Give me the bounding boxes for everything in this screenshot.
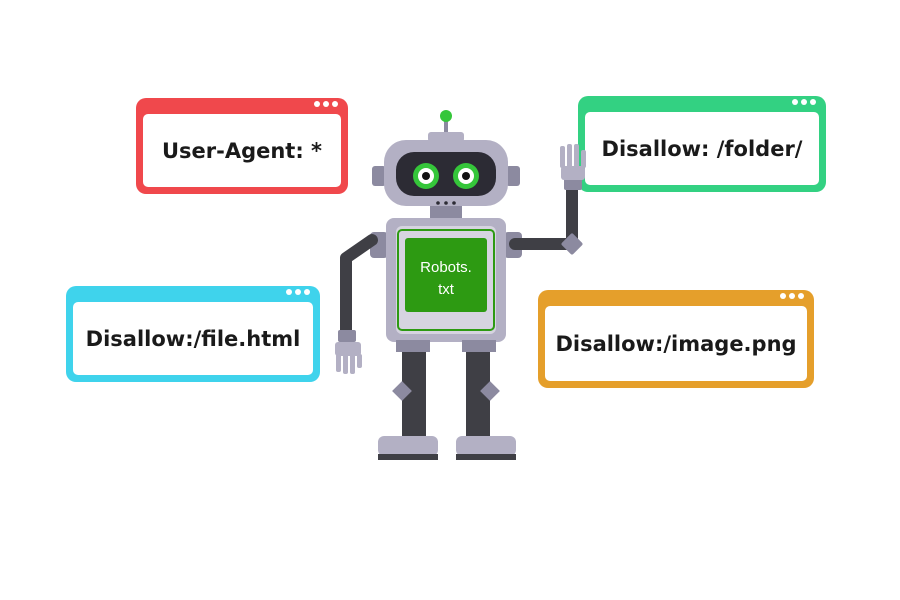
window-dots-icon bbox=[792, 99, 816, 105]
rule-text: Disallow:/file.html bbox=[73, 302, 313, 375]
rule-card-disallow-image: Disallow:/image.png bbox=[538, 290, 814, 388]
robot-illustration: Robots. txt bbox=[335, 110, 586, 460]
window-dots-icon bbox=[314, 101, 338, 107]
rule-text: Disallow:/image.png bbox=[545, 306, 807, 381]
left-hand-icon bbox=[335, 342, 362, 374]
window-dots-icon bbox=[286, 289, 310, 295]
rule-card-disallow-folder: Disallow: /folder/ bbox=[578, 96, 826, 192]
rule-card-disallow-file: Disallow:/file.html bbox=[66, 286, 320, 382]
rule-text: Disallow: /folder/ bbox=[585, 112, 819, 185]
screen-line-2: txt bbox=[438, 281, 455, 298]
robot-screen bbox=[405, 238, 487, 312]
window-dots-icon bbox=[780, 293, 804, 299]
screen-line-1: Robots. bbox=[420, 259, 472, 276]
rule-text: User-Agent: * bbox=[143, 114, 341, 187]
antenna-light-icon bbox=[440, 110, 452, 122]
right-hand-icon bbox=[560, 144, 586, 180]
right-foot bbox=[456, 436, 516, 456]
left-foot bbox=[378, 436, 438, 456]
rule-card-user-agent: User-Agent: * bbox=[136, 98, 348, 194]
